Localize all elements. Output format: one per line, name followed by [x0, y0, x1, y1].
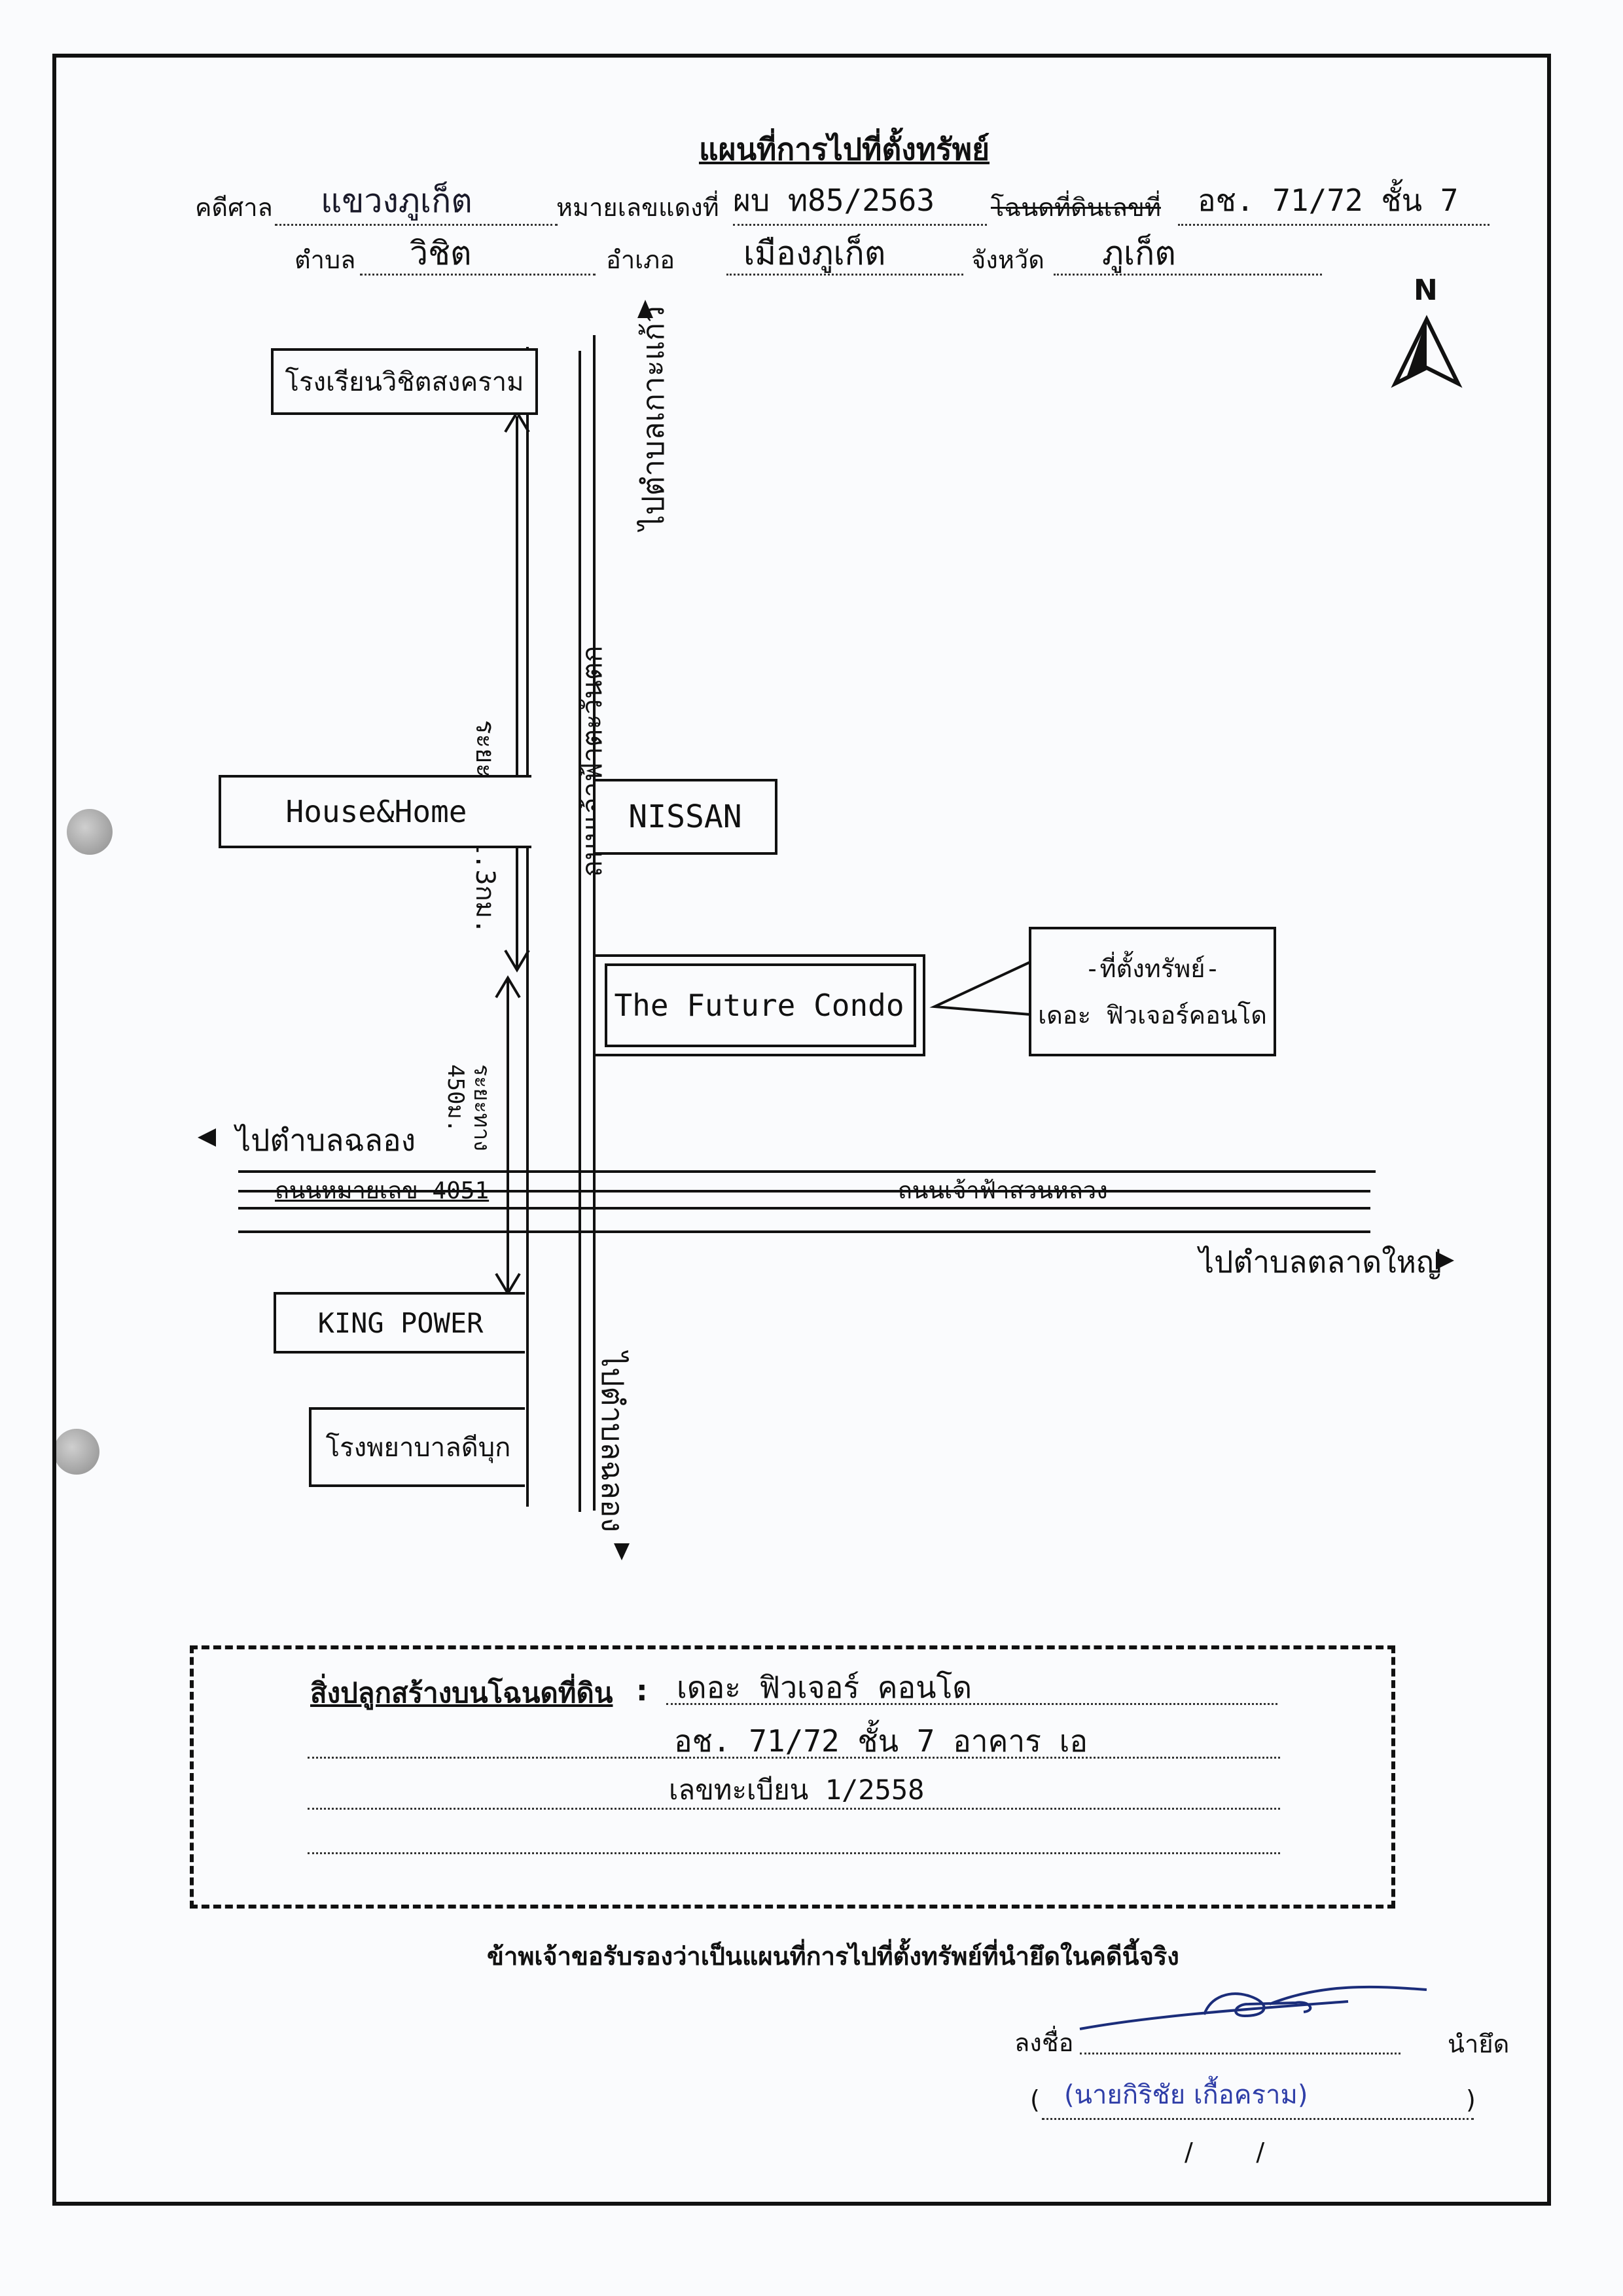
landmark-house-home-label: House&Home [285, 794, 467, 829]
construction-line3-value: เลขทะเบียน 1/2558 [669, 1774, 925, 1806]
to-north-label: ไปตำบลเกาะแก้ว [635, 306, 671, 530]
subdistrict-label: ตำบล [294, 245, 356, 274]
province-label: จังหวัด [971, 245, 1044, 274]
court-label: คดีศาล [195, 193, 273, 222]
landmark-nissan-label: NISSAN [628, 798, 742, 835]
signatory-name: (นายกิริชัย เกื้อคราม) [1064, 2080, 1308, 2110]
construction-label: สิ่งปลูกสร้างบนโฉนดที่ดิน [310, 1677, 613, 1709]
cross-road-east-label: ถนนเจ้าฟ้าสวนหลวง [898, 1177, 1108, 1204]
distance-arrow-2-head-top [495, 975, 521, 999]
arrow-west-icon [198, 1128, 216, 1147]
signature-line [1080, 2009, 1400, 2054]
callout-pointer [929, 961, 1031, 1016]
province-value: ภูเก็ต [1102, 234, 1176, 272]
to-east-label: ไปตำบลตลาดใหญ่ [1199, 1244, 1442, 1280]
property-callout: -ที่ตั้งทรัพย์- เดอะ ฟิวเจอร์คอนโด [1029, 927, 1276, 1056]
landmark-hospital-label: โรงพยาบาลดีบุก [325, 1433, 511, 1463]
case-number-label: หมายเลขแดงที่ [556, 193, 719, 222]
construction-line3: เลขทะเบียน 1/2558 [308, 1765, 1280, 1810]
landmark-king-power: KING POWER [274, 1292, 525, 1354]
page-frame [52, 54, 1551, 2206]
handwritten-signature [1079, 1985, 1427, 2030]
property-callout-line1: -ที่ตั้งทรัพย์- [1084, 954, 1221, 983]
arrow-north-icon [637, 300, 653, 318]
sign-label: ลงชื่อ [1014, 2028, 1074, 2057]
district-value: เมืองภูเก็ต [743, 234, 886, 272]
construction-line2-value: อช. 71/72 ชั้น 7 อาคาร เอ [674, 1723, 1088, 1759]
subdistrict-value: วิชิต [410, 234, 472, 272]
property-callout-line2: เดอะ ฟิวเจอร์คอนโด [1038, 1001, 1267, 1030]
name-close-paren: ) [1466, 2085, 1476, 2114]
construction-box [190, 1645, 1395, 1909]
landmark-condo-label: The Future Condo [614, 988, 904, 1023]
arrow-east-icon [1436, 1251, 1454, 1270]
distance-arrow-1-head-bottom [504, 949, 530, 973]
north-arrow-shade-icon [1407, 319, 1427, 376]
certification-text: ข้าพเจ้าขอรับรองว่าเป็นแผนที่การไปที่ตั้… [487, 1942, 1179, 1971]
north-label: N [1414, 274, 1438, 307]
landmark-hospital: โรงพยาบาลดีบุก [309, 1407, 525, 1487]
to-west-label: ไปตำบลฉลอง [236, 1122, 416, 1158]
binder-hole-top [67, 809, 113, 855]
case-number-field: ผบ ท85/2563 [733, 171, 987, 226]
landmark-house-home: House&Home [219, 775, 531, 848]
deed-number-value: อช. 71/72 ชั้น 7 [1198, 183, 1459, 218]
name-line: (นายกิริชัย เกื้อคราม) [1042, 2068, 1474, 2120]
cross-road-west-label: ถนนหมายเลข 4051 [275, 1177, 490, 1204]
province-field: ภูเก็ต [1054, 224, 1322, 276]
subdistrict-field: วิชิต [360, 224, 596, 276]
district-field: เมืองภูเก็ต [726, 224, 963, 276]
district-label: อำเภอ [606, 245, 675, 274]
landmark-school-label: โรงเรียนวิชิตสงคราม [285, 367, 524, 397]
name-open-paren: ( [1030, 2085, 1040, 2114]
case-number-value: ผบ ท85/2563 [733, 183, 935, 218]
landmark-nissan: NISSAN [596, 779, 777, 855]
distance-2-label: ระยะทาง 450ม. [442, 1064, 495, 1151]
binder-hole-bottom [54, 1429, 99, 1475]
landmark-condo: The Future Condo [596, 954, 925, 1056]
construction-line2: อช. 71/72 ชั้น 7 อาคาร เอ [308, 1713, 1280, 1759]
to-south-label: ไปตำบลฉลอง [595, 1352, 630, 1533]
page-title: แผนที่การไปที่ตั้งทรัพย์ [698, 132, 990, 167]
landmark-school: โรงเรียนวิชิตสงคราม [271, 348, 538, 415]
deed-number-field: อช. 71/72 ชั้น 7 [1178, 171, 1489, 226]
deed-number-label: โฉนดที่ดินเลขที่ [991, 193, 1161, 222]
landmark-king-power-label: KING POWER [317, 1306, 484, 1339]
construction-line1: เดอะ ฟิวเจอร์ คอนโด [666, 1660, 1277, 1705]
court-value: แขวงภูเก็ต [321, 182, 473, 220]
signature-role: นำยึด [1448, 2030, 1510, 2058]
court-field: แขวงภูเก็ต [275, 171, 558, 226]
construction-line1-value: เดอะ ฟิวเจอร์ คอนโด [677, 1670, 972, 1705]
arrow-south-icon [614, 1543, 630, 1560]
construction-colon: : [636, 1674, 648, 1708]
construction-line4 [308, 1816, 1280, 1854]
signature-date: / / [1185, 2138, 1265, 2166]
